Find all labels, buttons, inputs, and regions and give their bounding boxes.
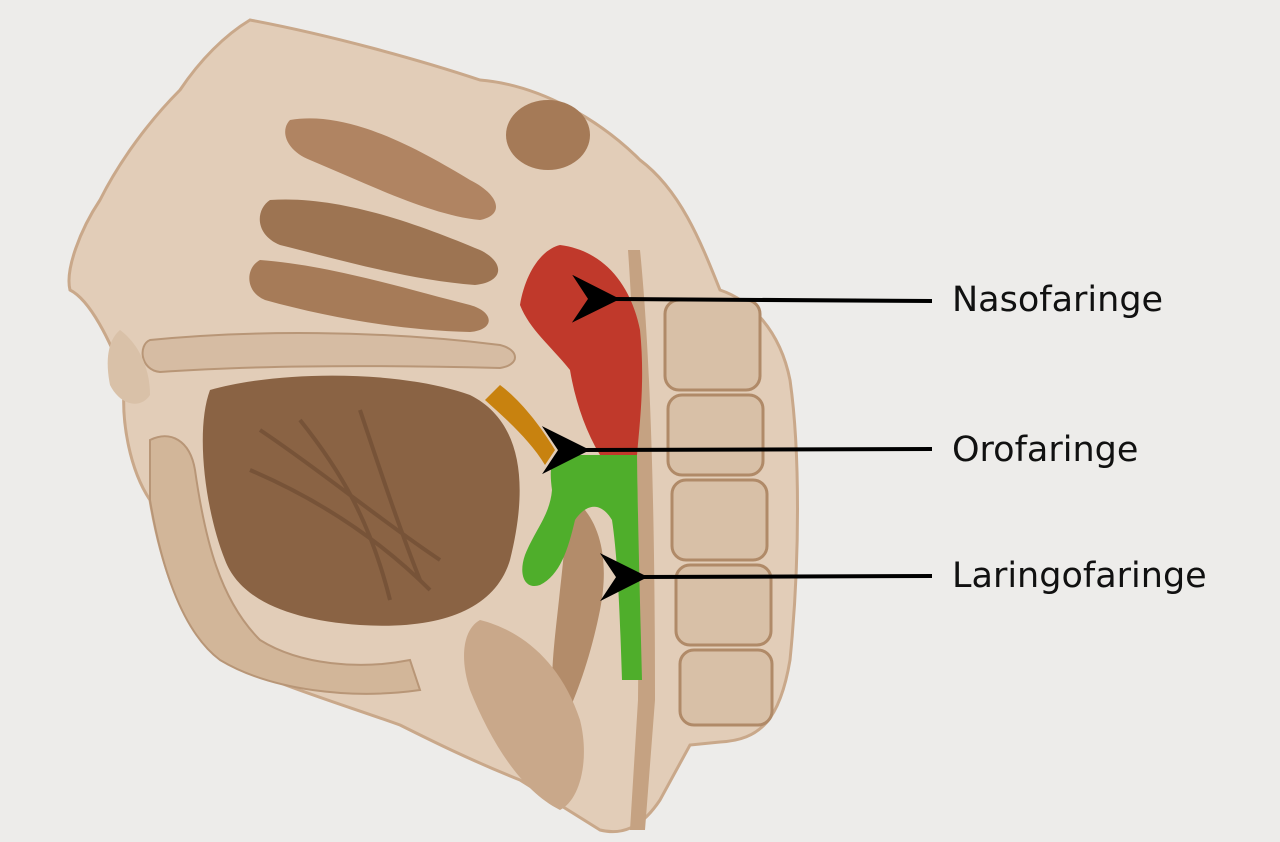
posterior-pharyngeal-wall	[628, 250, 655, 830]
hard-palate	[141, 332, 516, 374]
nasal-turbinate-middle	[259, 199, 499, 285]
tongue	[202, 375, 520, 626]
mandible	[149, 435, 422, 695]
nasal-turbinate-upper	[285, 118, 497, 220]
label-nasopharynx: Nasofaringe	[952, 280, 1164, 320]
oropharynx-region	[485, 385, 555, 465]
nasal-turbinate-lower	[249, 260, 489, 332]
sphenoid-sinus	[506, 100, 590, 170]
laryngopharynx-region	[522, 455, 642, 680]
label-laryngopharynx: Laringofaringe	[952, 556, 1207, 596]
cervical-vertebrae	[663, 298, 774, 727]
arrow-laryngopharynx	[599, 553, 933, 602]
tongue-muscle-fibres	[249, 409, 442, 601]
arrow-oropharynx	[541, 426, 933, 475]
arrow-nasopharynx	[571, 274, 933, 323]
larynx	[464, 620, 584, 810]
upper-lip	[107, 330, 150, 404]
label-oropharynx: Orofaringe	[952, 430, 1139, 470]
epiglottis	[552, 500, 604, 730]
